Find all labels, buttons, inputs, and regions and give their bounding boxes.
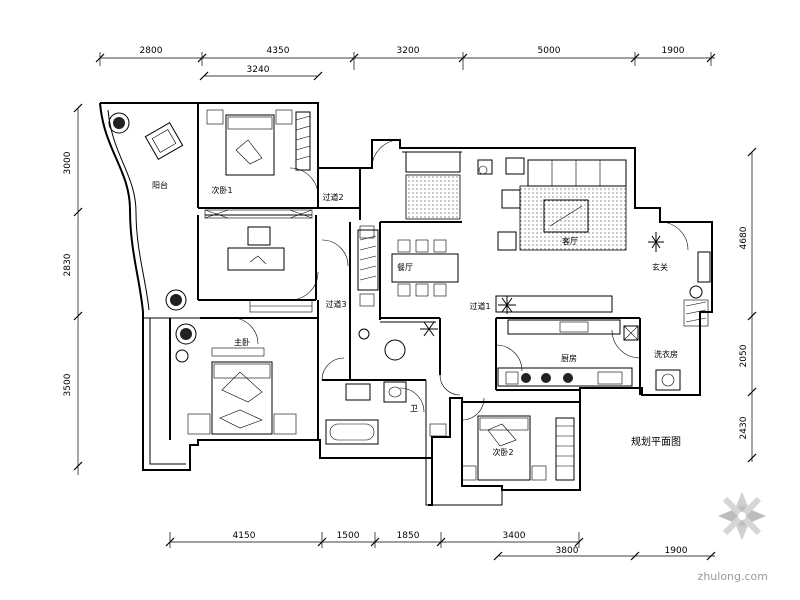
room-label-living: 客厅 xyxy=(562,236,578,246)
room-label-corridor-3: 过道3 xyxy=(325,299,346,309)
dim-right-3: 2430 xyxy=(739,416,749,439)
dim-left-2: 2830 xyxy=(63,253,73,276)
study-cabinet-top xyxy=(204,209,313,219)
balcony-plant-bottom xyxy=(165,289,187,311)
dim-bottom-2: 1500 xyxy=(337,531,360,541)
fridge xyxy=(623,325,639,341)
corridor-cabinet xyxy=(357,225,379,307)
room-label-entrance: 玄关 xyxy=(652,262,668,272)
living-sofa xyxy=(519,159,627,251)
corridor-plant xyxy=(498,296,516,314)
room-label-balcony: 阳台 xyxy=(152,180,168,190)
dim-top-2: 4350 xyxy=(267,46,290,56)
balcony-lounge-chair xyxy=(144,122,184,160)
left-dimension-line xyxy=(73,103,83,475)
room-label-kitchen: 厨房 xyxy=(561,353,577,363)
entrance-shoe-cabinet xyxy=(683,251,711,327)
dim-left-1: 3000 xyxy=(63,151,73,174)
bottom-outer-dimension-line xyxy=(493,551,716,561)
room-label-corridor-2: 过道2 xyxy=(322,192,343,202)
washing-machine xyxy=(655,369,681,391)
dim-bottom-1: 4150 xyxy=(233,531,256,541)
top-inner-dimension-line xyxy=(199,71,323,81)
dim-left-3: 3500 xyxy=(63,373,73,396)
right-dimension-line xyxy=(747,147,757,463)
kitchen-counter xyxy=(495,295,633,387)
toilet xyxy=(345,381,407,403)
wardrobe-bedroom-2 xyxy=(555,417,575,481)
room-label-second-bedroom-1: 次卧1 xyxy=(211,185,232,195)
coffee-table xyxy=(543,199,589,233)
bathtub xyxy=(325,419,379,445)
bed-secondary-1 xyxy=(206,109,293,176)
dim-top-4: 5000 xyxy=(538,46,561,56)
wardrobe-bedroom-1 xyxy=(295,111,311,171)
dining-table xyxy=(391,239,459,297)
living-plant xyxy=(648,232,664,252)
room-label-dining: 餐厅 xyxy=(397,263,413,272)
bed-master xyxy=(187,347,297,435)
master-armchair xyxy=(175,323,197,363)
dim-bottom-outer-1: 3800 xyxy=(556,546,579,556)
dim-right-2: 2050 xyxy=(739,344,749,367)
interior-walls xyxy=(197,103,641,440)
room-label-master-bedroom: 主卧 xyxy=(234,337,250,347)
dim-top-1: 2800 xyxy=(140,46,163,56)
exterior-walls xyxy=(99,102,713,506)
study-cabinet-bottom xyxy=(249,299,313,313)
bed-secondary-2 xyxy=(461,415,547,481)
room-label-corridor-1: 过道1 xyxy=(469,301,490,311)
study-desk xyxy=(227,226,285,271)
dim-top-3: 3200 xyxy=(397,46,420,56)
dim-bottom-3: 1850 xyxy=(397,531,420,541)
round-table xyxy=(358,321,438,361)
balcony-plant-top xyxy=(108,112,130,134)
watermark-text: zhulong.com xyxy=(698,570,768,583)
room-label-second-bedroom-2: 次卧2 xyxy=(492,447,513,457)
dim-right-1: 4680 xyxy=(739,226,749,249)
dim-bottom-outer-2: 1900 xyxy=(665,546,688,556)
room-label-laundry: 洗衣房 xyxy=(654,349,678,359)
room-label-bathroom: 卫 xyxy=(410,404,418,413)
entrance-table xyxy=(689,285,703,299)
dim-top-5: 1900 xyxy=(662,46,685,56)
tv-cabinet xyxy=(405,151,461,220)
dim-bottom-4: 3400 xyxy=(503,531,526,541)
bottom-dimension-line xyxy=(165,532,584,548)
armchairs xyxy=(477,157,525,251)
shower xyxy=(429,423,447,437)
top-dimension-line xyxy=(95,52,716,70)
watermark-logo xyxy=(718,492,766,540)
plan-title: 规划平面图 xyxy=(631,435,681,448)
dim-top-inner: 3240 xyxy=(247,65,270,75)
